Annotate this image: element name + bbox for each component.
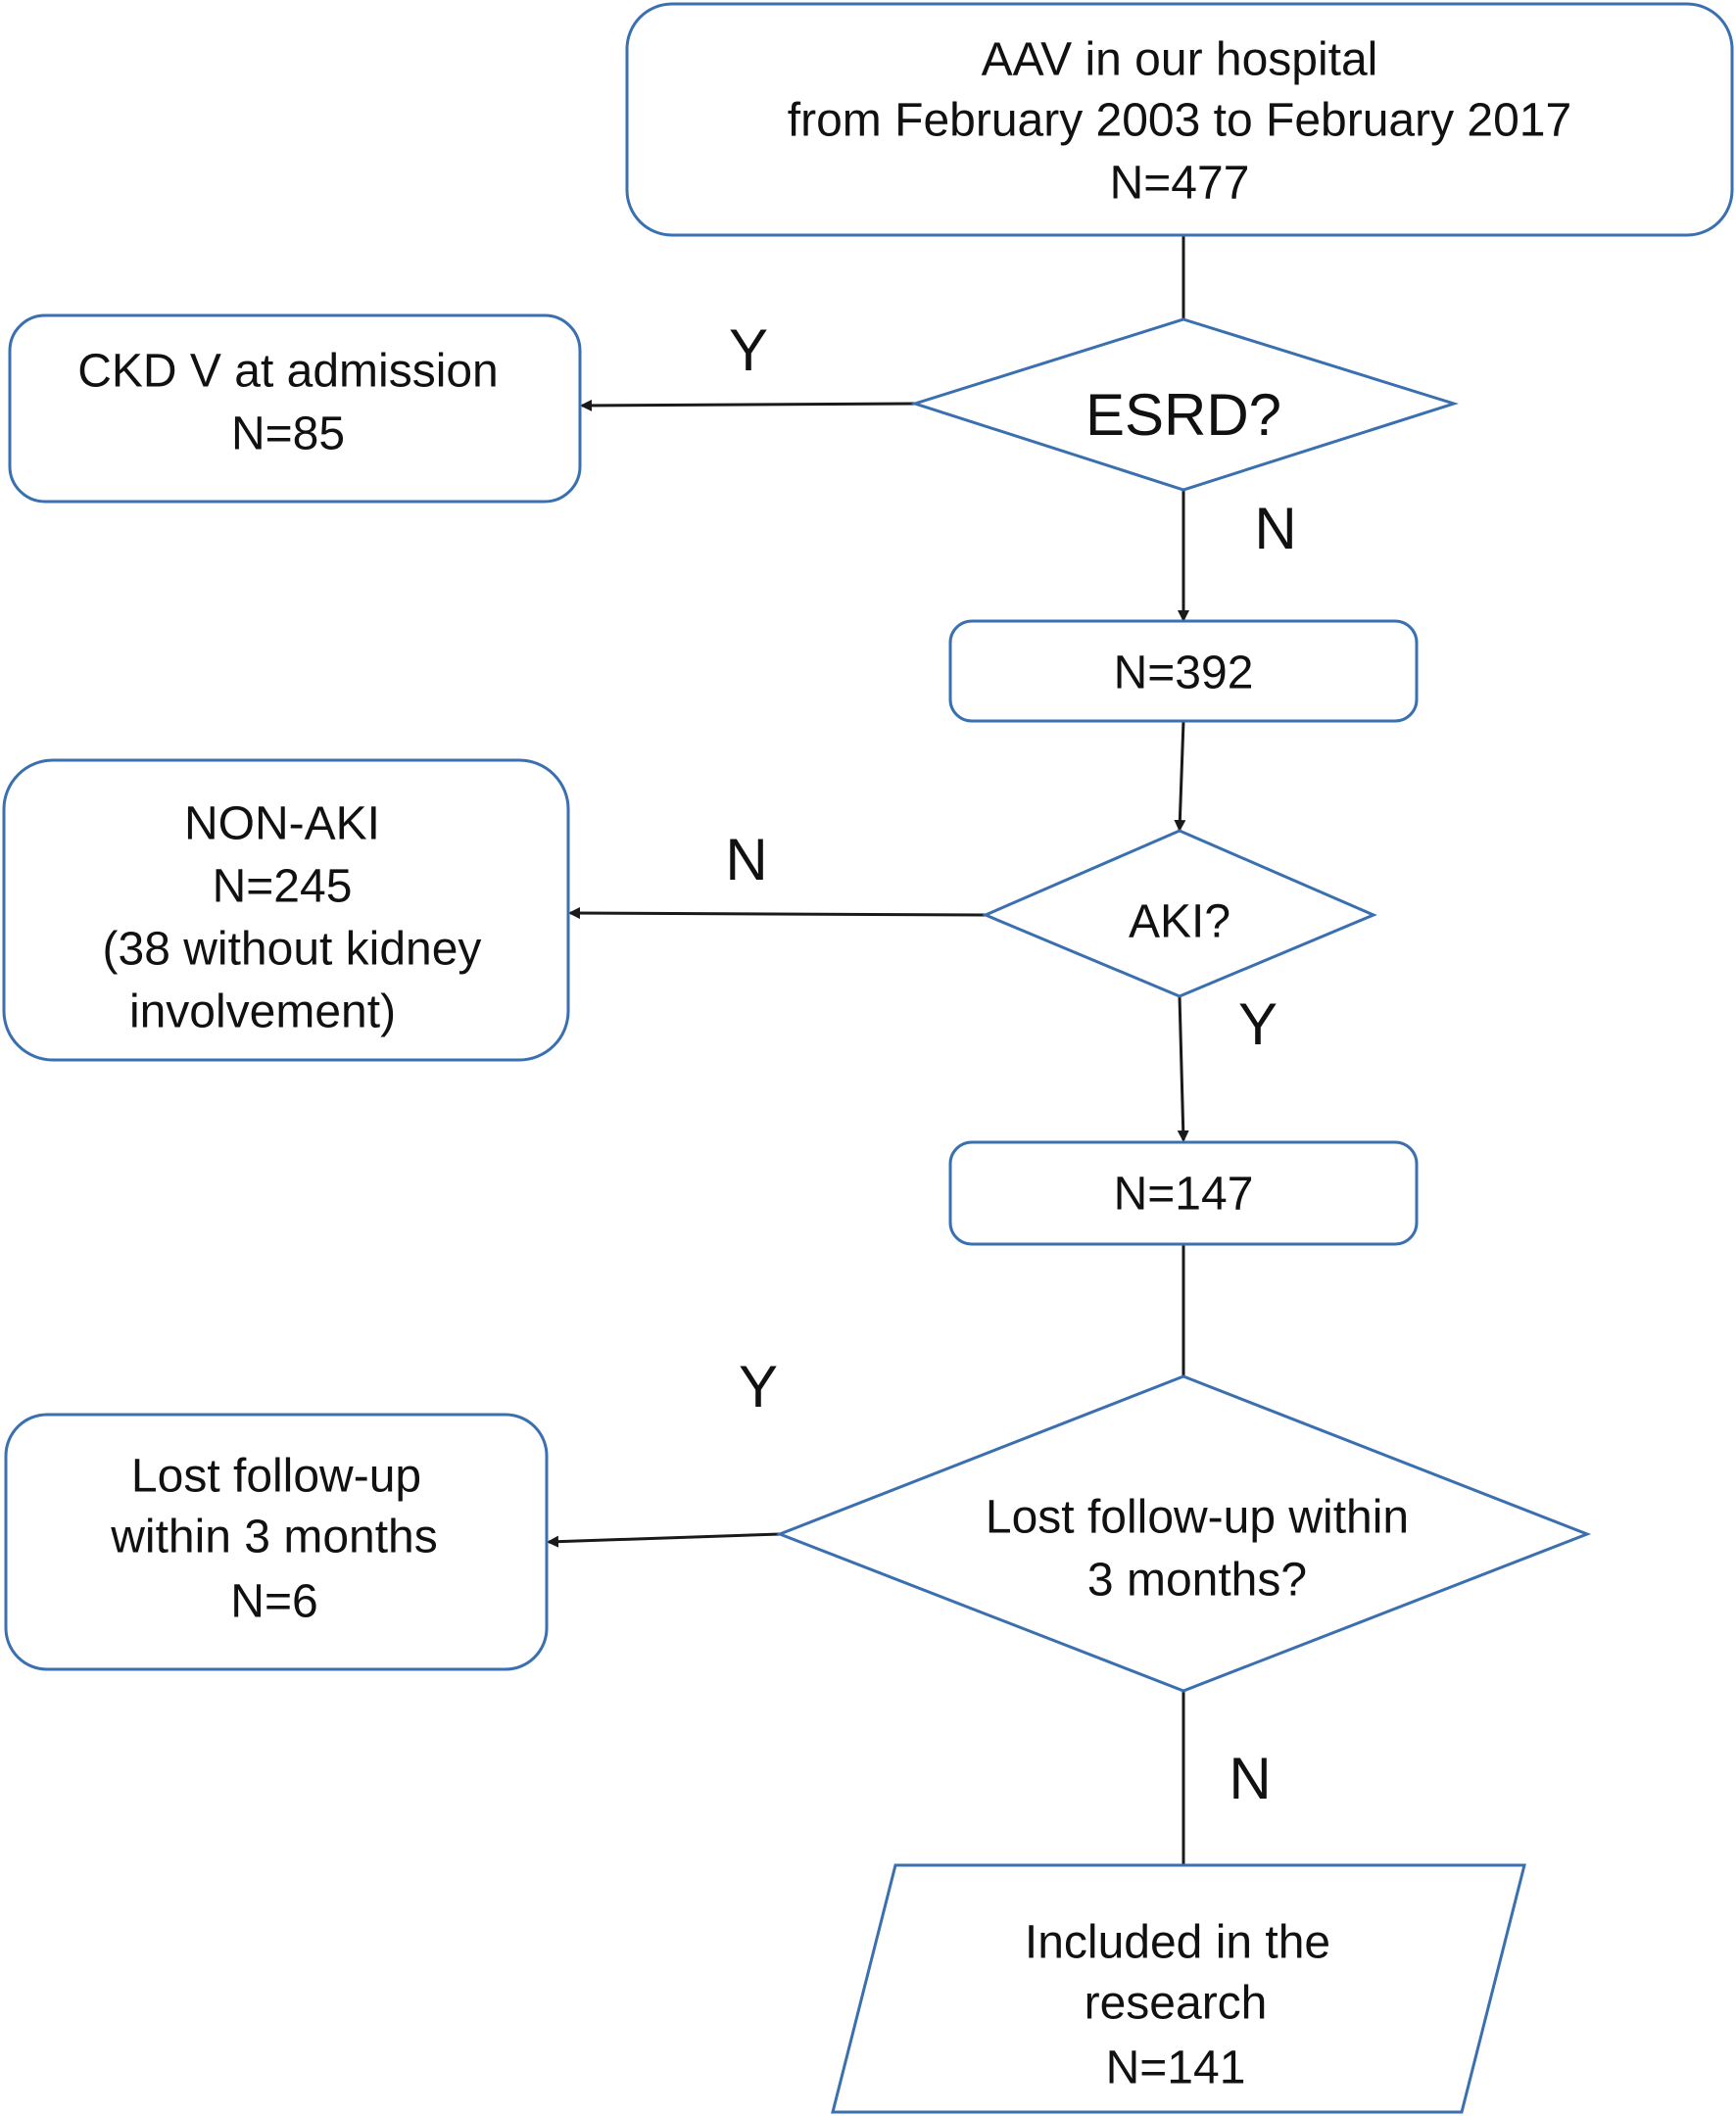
lost-no-label: N [1229,1746,1271,1811]
arrow-aki-no-to-non-aki [568,907,987,920]
lost-followup-box [4,1413,549,1671]
lost-decision-line-2: 3 months? [1087,1555,1307,1607]
ckd-line-1: CKD V at admission [77,346,499,398]
lost-yes-label: Y [739,1354,778,1419]
n392-box [948,619,1419,723]
ckd-line-2: N=85 [231,409,345,460]
non-aki-line-2: N=245 [213,861,353,913]
n147-box [948,1140,1419,1246]
lost-box-line-2: within 3 months [110,1512,438,1563]
arrow-esrd-yes-to-ckd [580,399,916,411]
included-line-3: N=141 [1106,2043,1246,2094]
n147-label: N=147 [1114,1169,1254,1221]
arrow-aki-yes-to-n147 [1177,995,1189,1142]
arrow-n392-to-aki [1174,720,1186,832]
esrd-decision-label: ESRD? [1085,382,1281,448]
lost-box-line-3: N=6 [230,1576,317,1628]
lost-decision-line-1: Lost follow-up within [986,1492,1409,1544]
aki-decision-label: AKI? [1129,896,1230,948]
included-line-1: Included in the [1025,1917,1330,1969]
aki-decision-diamond [982,829,1377,998]
non-aki-line-4: involvement) [129,986,396,1038]
ckd-box [8,313,582,504]
aki-yes-label: Y [1238,991,1278,1057]
start-line-3: N=477 [1110,158,1250,210]
start-line-1: AAV in our hospital [982,34,1378,86]
esrd-yes-label: Y [729,317,768,383]
included-line-2: research [1085,1978,1268,2030]
non-aki-line-3: (38 without kidney [103,924,482,976]
aki-no-label: N [725,827,767,892]
non-aki-box [2,758,570,1062]
lost-box-line-1: Lost follow-up [131,1451,421,1503]
arrow-lost-yes-to-lost-box [547,1532,781,1548]
n392-label: N=392 [1114,648,1254,699]
start-box [625,2,1734,237]
non-aki-line-1: NON-AKI [184,798,380,850]
included-parallelogram [831,1863,1526,2114]
esrd-no-label: N [1254,496,1296,561]
start-line-2: from February 2003 to February 2017 [788,95,1571,147]
lost-followup-decision-diamond [775,1374,1592,1693]
esrd-decision-diamond [910,317,1459,492]
